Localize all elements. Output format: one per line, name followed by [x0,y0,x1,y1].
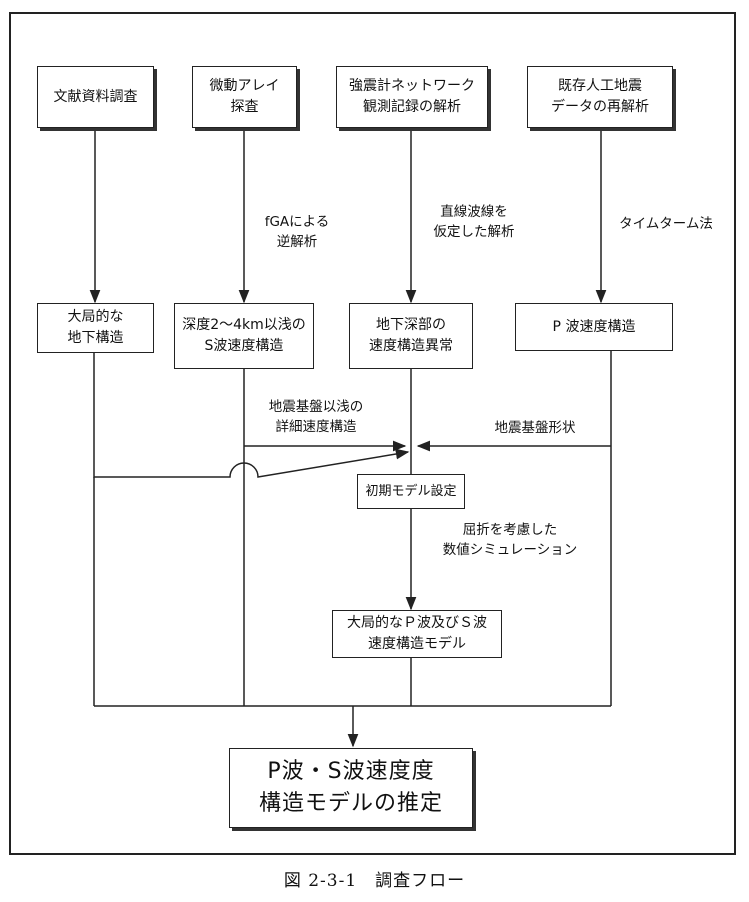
box-global-structure: 大局的な 地下構造 [37,303,154,353]
box-final-estimation: P波・S波速度度 構造モデルの推定 [229,748,473,828]
box-s-wave-shallow: 深度2～4km以浅の S波速度構造 [174,303,314,369]
label-refraction-simulation: 屈折を考慮した 数値シミュレーション [442,522,578,558]
box-deep-anomaly: 地下深部の 速度構造異常 [349,303,473,369]
figure-caption: 図 2-3-1 調査フロー [283,871,466,891]
box-strong-motion-analysis: 強震計ネットワーク 観測記録の解析 [336,66,488,128]
box-microtremor-array: 微動アレイ 探査 [192,66,297,128]
box-initial-model: 初期モデル設定 [357,474,465,509]
label-time-term: タイムターム法 [619,216,713,232]
label-fga-inversion: fGAによる 逆解析 [264,214,330,250]
label-straight-ray: 直線波線を 仮定した解析 [433,204,515,240]
line-global-structure [93,353,410,478]
box-literature-survey: 文献資料調査 [37,66,154,128]
box-artificial-quake-reanalysis: 既存人工地震 データの再解析 [527,66,673,128]
label-detailed-shallow: 地震基盤以浅の 詳細速度構造 [268,399,364,435]
box-ps-velocity-model: 大局的なＰ波及びＳ波 速度構造モデル [332,610,502,658]
diagram-frame [9,12,736,855]
label-basement-shape: 地震基盤形状 [494,420,576,436]
box-p-wave-structure: P 波速度構造 [515,303,673,351]
